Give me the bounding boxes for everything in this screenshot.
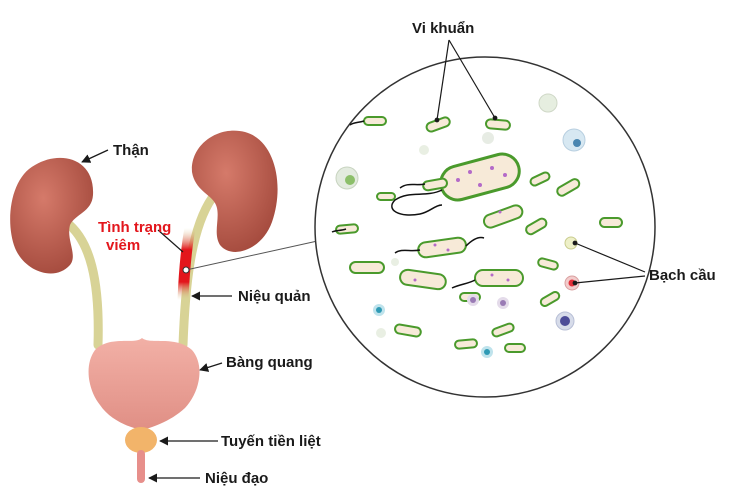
white-blood-cell [376, 328, 386, 338]
bacterium [399, 268, 447, 291]
zoom-point [182, 266, 190, 274]
bacteria-dots [413, 166, 510, 282]
bacterium [556, 178, 581, 197]
inflammation-label-line2: viêm [106, 237, 140, 254]
wbc-pointer-2 [574, 275, 646, 284]
inflammation-pointer [157, 229, 184, 253]
urethra-label: Niệu đạo [205, 470, 268, 487]
left-kidney [10, 157, 94, 274]
pointer-lines [157, 39, 646, 286]
wbc-pointer-1 [574, 242, 646, 273]
urethra [137, 450, 145, 483]
bacterium [376, 192, 396, 201]
bacterium [504, 343, 526, 353]
bacterium [394, 323, 422, 338]
bacterium [539, 291, 561, 307]
kidney-arrow [81, 149, 109, 163]
bladder-arrow [199, 362, 223, 372]
bacterium [484, 118, 511, 131]
ureter-label: Niệu quản [238, 288, 311, 305]
bacterium [537, 257, 559, 271]
prostate [125, 427, 157, 453]
white-blood-cells [335, 93, 586, 358]
left-ureter [61, 217, 103, 350]
bacterium [525, 217, 548, 236]
bacterium [349, 261, 385, 274]
bacterium [363, 116, 387, 126]
flagella [331, 120, 485, 289]
bacterium [454, 338, 478, 350]
bacteria-pointer-1 [436, 39, 450, 121]
white-blood-cell [562, 128, 586, 152]
bladder-label: Bàng quang [226, 354, 313, 371]
right-kidney [191, 130, 278, 252]
bacterium [482, 204, 524, 229]
bacterium [491, 322, 515, 338]
white-blood-cell [419, 145, 429, 155]
bacterium [599, 217, 623, 228]
bladder [88, 338, 200, 430]
zoom-connector [185, 239, 323, 271]
prostate-label: Tuyến tiền liệt [221, 433, 321, 450]
white-blood-cell [538, 93, 558, 113]
inflammation-zone [177, 222, 196, 306]
bacterium [335, 223, 359, 235]
bacterium [422, 177, 448, 192]
label-arrows [81, 149, 232, 483]
inflammation-label-line1: Tình trạng [98, 219, 171, 236]
white-blood-cells-label: Bạch cầu [649, 267, 716, 284]
bacterium [474, 269, 524, 287]
white-blood-cell [482, 132, 494, 144]
bacterium [529, 171, 551, 187]
kidney-label: Thận [113, 142, 149, 159]
white-blood-cell [391, 258, 399, 266]
bacteria-pointer-2 [448, 39, 496, 119]
bacteria-group [335, 116, 623, 353]
bacteria-label: Vi khuẩn [412, 20, 474, 37]
